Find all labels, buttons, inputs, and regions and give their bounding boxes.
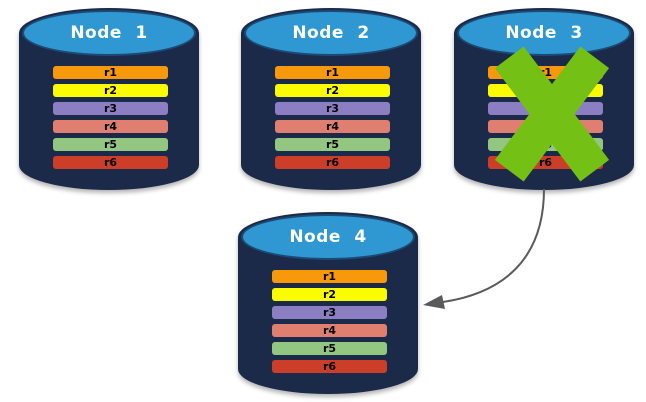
node-1-cylinder-top: Node 1 [22,10,196,56]
replica-row: r1 [272,270,387,283]
replica-row: r6 [275,156,390,169]
node-3-cylinder-top: Node 3 [457,10,631,56]
replica-row: r3 [53,102,168,115]
replica-row: r1 [275,66,390,79]
replica-row: r1 [53,66,168,79]
node-2-cylinder-top: Node 2 [244,10,418,56]
replica-row: r2 [275,84,390,97]
failure-x-icon [494,46,610,182]
replica-row: r4 [272,324,387,337]
replica-row: r6 [272,360,387,373]
replica-row: r2 [53,84,168,97]
node-1-cylinder: Node 1 r1 r2 r3 r4 r5 r6 [19,8,199,190]
replica-row: r3 [275,102,390,115]
failover-arrow-path [442,188,545,303]
node-2-title: Node 2 [292,23,370,43]
replica-row: r3 [272,306,387,319]
node-3-cylinder: Node 3 r1 r2 r3 r4 r5 r6 [454,8,634,190]
replica-row: r4 [275,120,390,133]
replica-row: r5 [272,342,387,355]
replica-row: r6 [53,156,168,169]
replica-row: r4 [53,120,168,133]
node-4-rows: r1 r2 r3 r4 r5 r6 [272,270,387,378]
node-4-title: Node 4 [289,227,367,247]
node-3-title: Node 3 [505,23,583,43]
node-2-cylinder: Node 2 r1 r2 r3 r4 r5 r6 [241,8,421,190]
node-2-rows: r1 r2 r3 r4 r5 r6 [275,66,390,174]
node-4-cylinder-top: Node 4 [241,214,415,260]
node-1-rows: r1 r2 r3 r4 r5 r6 [53,66,168,174]
node-1-title: Node 1 [70,23,148,43]
replica-row: r5 [53,138,168,151]
failover-arrowhead-icon [423,295,445,309]
replica-row: r2 [272,288,387,301]
node-4-cylinder: Node 4 r1 r2 r3 r4 r5 r6 [238,212,418,394]
replica-row: r5 [275,138,390,151]
